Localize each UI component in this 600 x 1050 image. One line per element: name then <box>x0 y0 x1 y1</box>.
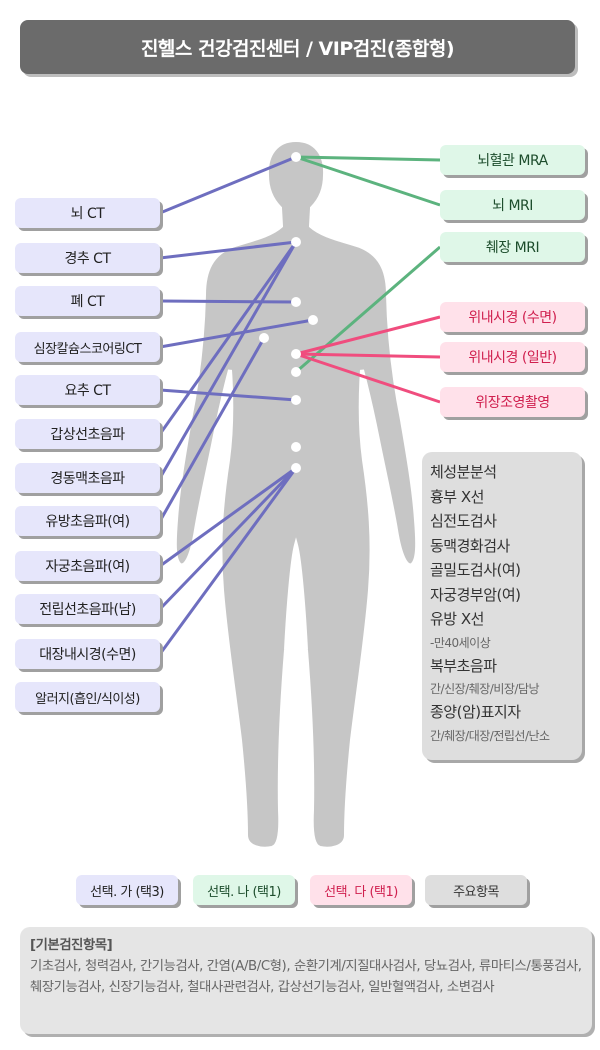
option-c-item: 위내시경 (일반) <box>440 342 585 372</box>
body-point-dot <box>291 297 301 307</box>
connector-line <box>159 155 297 215</box>
option-a-item: 대장내시경(수면) <box>15 639 160 669</box>
connector-line <box>295 315 441 356</box>
option-a-item: 유방초음파(여) <box>15 506 160 536</box>
main-item: 흉부 X선 <box>430 487 484 506</box>
basic-checkup-panel: [기본검진항목] 기초검사, 청력검사, 간기능검사, 간염(A/B/C형), … <box>20 927 592 1034</box>
body-point-dot <box>308 315 318 325</box>
main-item: 간/신장/췌장/비장/담낭 <box>430 682 540 696</box>
connector-line <box>159 318 314 349</box>
option-b-item: 췌장 MRI <box>440 232 585 262</box>
body-point-dot <box>291 237 301 247</box>
body-point-dot <box>291 395 301 405</box>
main-item: 유방 X선 <box>430 610 484 628</box>
connector-line <box>295 352 441 404</box>
main-item: 체성분분석 <box>430 463 497 481</box>
connector-line <box>295 155 441 207</box>
basic-heading: [기본검진항목] <box>30 938 113 953</box>
legend-main-items: 주요항목 <box>425 875 527 905</box>
connector-line <box>159 299 297 304</box>
option-a-item: 알러지(흡인/식이성) <box>15 682 160 712</box>
legend-choice-b: 선택. 나 (택1) <box>193 875 295 905</box>
option-a-item: 경추 CT <box>15 243 160 273</box>
option-c-item: 위내시경 (수면) <box>440 302 585 332</box>
connector-line <box>158 241 298 479</box>
option-a-item: 자궁초음파(여) <box>15 551 160 581</box>
main-item: 종양(암)표지자 <box>430 703 521 721</box>
main-item: 골밀도검사(여) <box>430 561 521 579</box>
option-a-item: 요추 CT <box>15 375 160 405</box>
option-a-item: 심장칼슘스코어링CT <box>15 332 160 362</box>
option-b-item: 뇌 MRI <box>440 190 585 220</box>
connector-line <box>158 466 298 611</box>
body-point-dot <box>291 367 301 377</box>
body-point-dot <box>259 333 269 343</box>
connector-line <box>159 466 297 568</box>
main-item: 동맥경화검사 <box>430 536 510 555</box>
option-a-item: 전립선초음파(남) <box>15 594 160 624</box>
body-point-dot <box>291 152 301 162</box>
main-item: 간/췌장/대장/전립선/난소 <box>430 728 550 743</box>
connector-line <box>158 241 298 435</box>
option-a-item: 뇌 CT <box>15 198 160 228</box>
main-item: -만40세이상 <box>430 635 491 650</box>
option-a-item: 경동맥초음파 <box>15 463 160 493</box>
main-item: 심전도검사 <box>430 512 497 530</box>
connector-line <box>295 352 441 359</box>
body-point-dot <box>291 442 301 452</box>
legend-choice-c: 선택. 다 (택1) <box>310 875 412 905</box>
main-item: 복부초음파 <box>430 656 497 675</box>
page-title: 진헬스 건강검진센터 / VIP검진(종합형) <box>20 20 575 74</box>
main-item: 자궁경부암(여) <box>430 585 521 604</box>
connector-line <box>158 467 298 655</box>
body-point-dot <box>291 349 301 359</box>
option-c-item: 위장조영촬영 <box>440 387 585 417</box>
connector-line <box>158 337 266 522</box>
connector-line <box>295 245 441 374</box>
connector-line <box>159 240 297 260</box>
option-b-item: 뇌혈관 MRA <box>440 145 585 175</box>
legend-choice-a: 선택. 가 (택3) <box>76 875 178 905</box>
option-a-item: 갑상선초음파 <box>15 419 160 449</box>
connector-line <box>295 155 441 162</box>
body-silhouette <box>175 140 417 849</box>
option-a-item: 폐 CT <box>15 286 160 316</box>
basic-items: 기초검사, 청력검사, 간기능검사, 간염(A/B/C형), 순환기계/지질대사… <box>30 959 582 995</box>
body-point-dot <box>291 463 301 473</box>
connector-line <box>159 388 297 402</box>
